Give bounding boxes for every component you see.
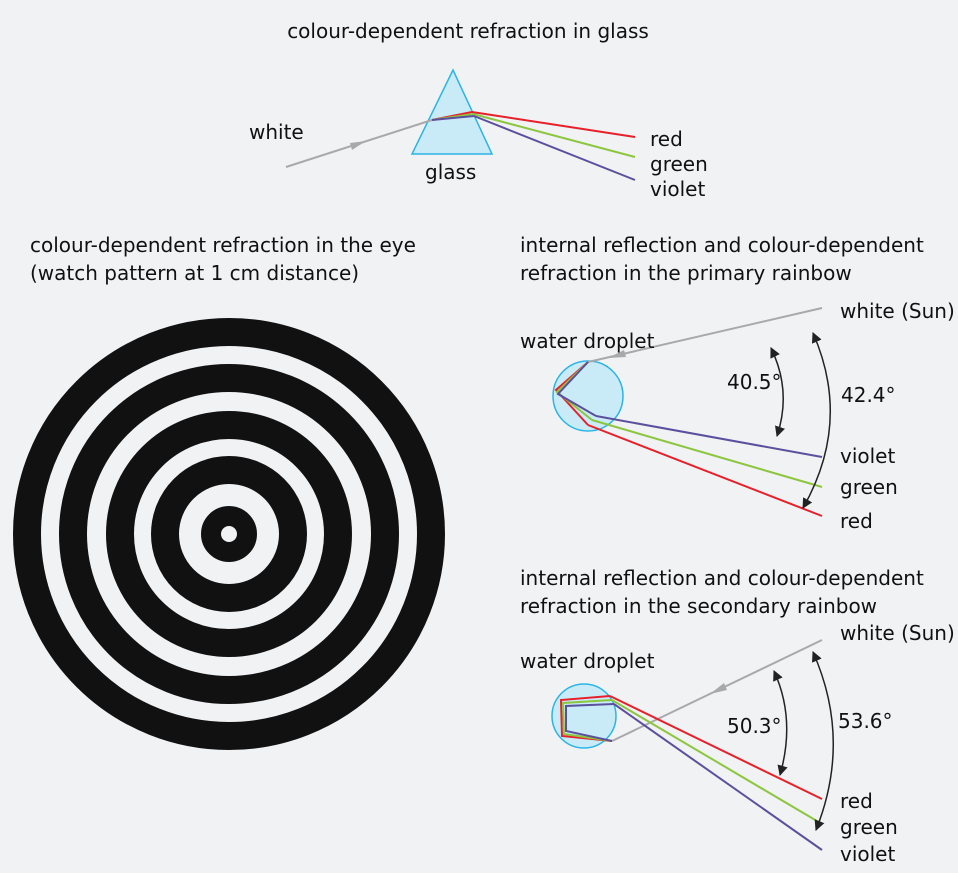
droplet-label: water droplet — [520, 649, 655, 673]
ring — [201, 506, 257, 562]
violet-ray — [595, 415, 823, 458]
green-internal-path — [561, 699, 613, 742]
ring — [59, 364, 399, 704]
violet-ray — [613, 703, 823, 851]
violet-label: violet — [840, 444, 895, 468]
green-label: green — [840, 475, 898, 499]
angle-red-label: 42.4° — [841, 383, 896, 407]
angle-arc-red — [802, 332, 832, 509]
secondary-title-line2: refraction in the secondary rainbow — [520, 594, 877, 618]
red-ray — [471, 111, 636, 138]
violet-label: violet — [650, 177, 705, 201]
violet-ray — [473, 115, 636, 181]
violet-internal-path — [565, 703, 615, 742]
angle-red-label: 50.3° — [727, 714, 782, 738]
concentric-ring-pattern — [13, 318, 445, 750]
ring — [106, 411, 352, 657]
red-label: red — [840, 509, 873, 533]
angle-violet-label: 53.6° — [838, 709, 893, 733]
green-label: green — [840, 815, 898, 839]
ring — [151, 456, 307, 612]
secondary-rainbow-panel: internal reflection and colour-dependent… — [520, 566, 955, 866]
angle-violet-label: 40.5° — [727, 370, 782, 394]
white-sun-ray — [587, 307, 823, 363]
violet-internal-ray — [431, 115, 475, 121]
green-ray — [611, 699, 823, 825]
green-ray — [591, 419, 823, 488]
eye-panel: colour-dependent refraction in the eye (… — [13, 233, 445, 750]
white-ray-arrow — [710, 683, 727, 694]
red-ray — [609, 695, 823, 800]
angle-arc-red — [773, 670, 788, 777]
white-ray-arrow — [608, 350, 626, 358]
sun-label: white (Sun) — [840, 621, 955, 645]
droplet-label: water droplet — [520, 329, 655, 353]
green-ray — [472, 113, 636, 158]
prism-panel: colour-dependent refraction in glass whi… — [249, 19, 708, 201]
red-ray — [587, 424, 823, 517]
red-label: red — [840, 789, 873, 813]
prism-title: colour-dependent refraction in glass — [287, 19, 649, 43]
primary-title-line2: refraction in the primary rainbow — [520, 261, 852, 285]
violet-label: violet — [840, 842, 895, 866]
ring — [13, 318, 445, 750]
angle-arc-violet — [812, 651, 834, 831]
sun-label: white (Sun) — [840, 299, 955, 323]
eye-title-line2: (watch pattern at 1 cm distance) — [30, 261, 359, 285]
red-internal-path — [559, 695, 613, 742]
angle-arc-violet — [770, 347, 785, 437]
white-ray-arrow — [350, 141, 366, 150]
glass-label: glass — [425, 160, 476, 184]
primary-title-line1: internal reflection and colour-dependent — [520, 233, 924, 257]
primary-rainbow-panel: internal reflection and colour-dependent… — [520, 233, 955, 533]
red-label: red — [650, 127, 683, 151]
secondary-title-line1: internal reflection and colour-dependent — [520, 566, 924, 590]
white-label: white — [249, 120, 304, 144]
eye-title-line1: colour-dependent refraction in the eye — [30, 233, 416, 257]
green-label: green — [650, 152, 708, 176]
violet-internal-path — [556, 361, 597, 417]
